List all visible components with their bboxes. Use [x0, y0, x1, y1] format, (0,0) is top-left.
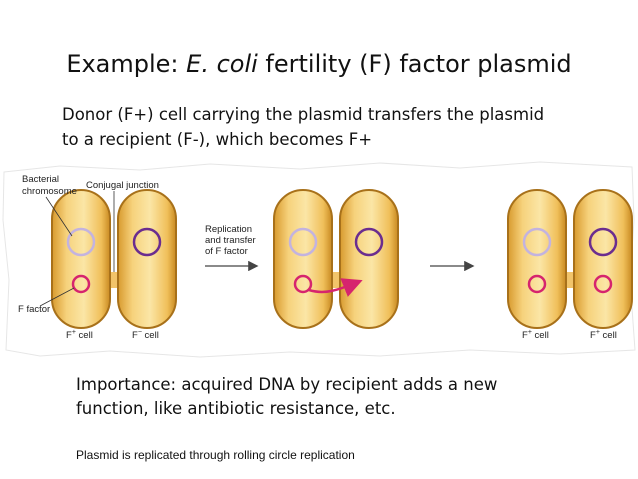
transferring-strand	[308, 278, 363, 297]
label-replication-2: and transfer	[205, 235, 256, 246]
former-donor-cell	[507, 189, 567, 329]
title-prefix: Example:	[66, 50, 187, 78]
importance-line-1: Importance: acquired DNA by recipient ad…	[76, 375, 498, 394]
f-factor-plasmid-2	[293, 274, 313, 294]
conjugation-diagram: Bacterial chromosome Conjugal junction F…	[2, 161, 636, 358]
new-donor-plasmid	[593, 274, 613, 294]
label-f-factor: F factor	[18, 304, 50, 315]
label-replication-1: Replication	[205, 224, 252, 235]
leader-chromosome	[45, 196, 73, 237]
title-suffix: fertility (F) factor plasmid	[257, 50, 572, 78]
former-donor-chromosome	[522, 227, 552, 257]
cell-pair-after	[507, 189, 633, 329]
importance-text: Importance: acquired DNA by recipient ad…	[76, 373, 596, 421]
intro-line-2: to a recipient (F-), which becomes F+	[62, 130, 373, 149]
label-bacterial-1: Bacterial	[22, 174, 59, 185]
recipient-cell	[117, 189, 177, 329]
label-replication-3: of F factor	[205, 246, 248, 257]
slide-title: Example: E. coli fertility (F) factor pl…	[0, 50, 638, 78]
f-factor-plasmid	[71, 274, 91, 294]
donor-cell	[51, 189, 111, 329]
donor-chromosome-2	[288, 227, 318, 257]
cell-pair-transfer	[273, 189, 399, 329]
label-bacterial-2: chromosome	[22, 186, 77, 197]
intro-text: Donor (F+) cell carrying the plasmid tra…	[62, 102, 572, 152]
label-cell-4: F+ cell	[590, 329, 617, 341]
new-donor-cell	[573, 189, 633, 329]
importance-line-2: function, like antibiotic resistance, et…	[76, 399, 396, 418]
conjugation-figure: Bacterial chromosome Conjugal junction F…	[0, 160, 638, 360]
recipient-chromosome	[132, 227, 162, 257]
former-donor-plasmid	[527, 274, 547, 294]
label-cell-1: F+ cell	[66, 329, 93, 341]
label-conjugal-junction: Conjugal junction	[86, 180, 159, 191]
label-cell-3: F+ cell	[522, 329, 549, 341]
recipient-chromosome-2	[354, 227, 384, 257]
leader-f-factor	[39, 287, 75, 307]
new-donor-chromosome	[588, 227, 618, 257]
donor-chromosome	[66, 227, 96, 257]
label-cell-2: F− cell	[132, 329, 159, 341]
cell-pair-before	[51, 189, 177, 329]
title-species: E. coli	[186, 50, 258, 78]
recipient-cell-2	[339, 189, 399, 329]
footnote: Plasmid is replicated through rolling ci…	[76, 448, 355, 462]
donor-cell-2	[273, 189, 333, 329]
intro-line-1: Donor (F+) cell carrying the plasmid tra…	[62, 105, 545, 124]
